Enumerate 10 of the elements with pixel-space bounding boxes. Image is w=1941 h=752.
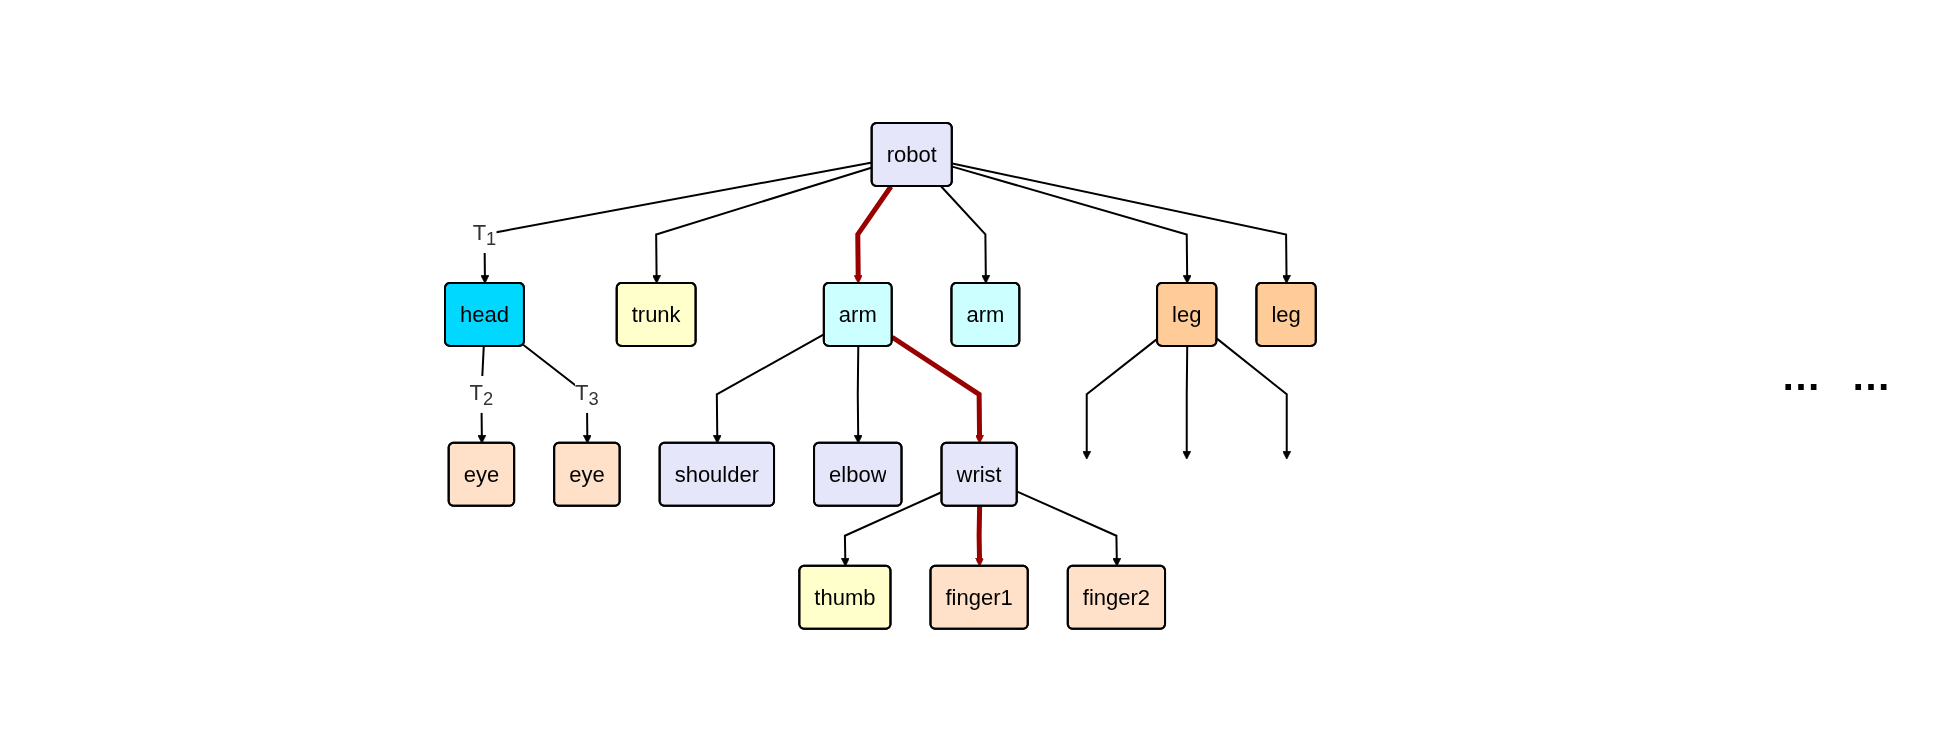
edge-label: T$_{2}$ bbox=[469, 380, 493, 410]
edge-label: T$_{3}$ bbox=[574, 380, 599, 410]
arrow bbox=[974, 506, 984, 567]
arrow bbox=[1181, 345, 1191, 460]
arrow bbox=[939, 185, 990, 284]
arrow bbox=[853, 345, 863, 444]
arrow bbox=[853, 185, 893, 284]
edge-label: T$_{1}$ bbox=[472, 220, 496, 250]
ellipsis-label: … bbox=[1781, 353, 1821, 398]
ellipsis-label: … bbox=[1851, 353, 1891, 398]
